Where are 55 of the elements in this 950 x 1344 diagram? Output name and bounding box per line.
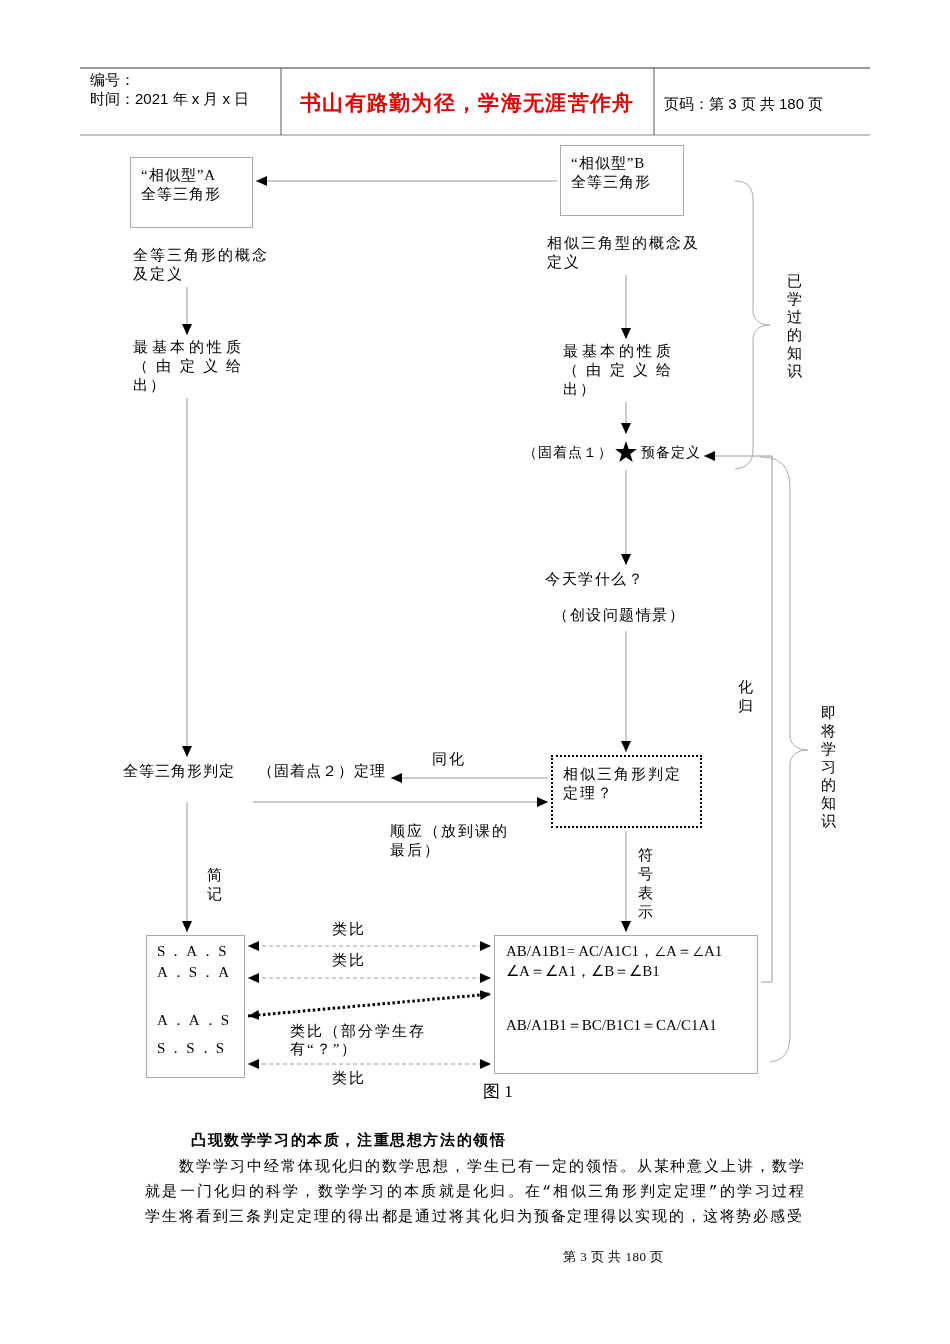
brace-label: 已学过的知识	[787, 272, 804, 380]
arrow	[703, 451, 773, 983]
edge-label: 类比	[332, 1069, 366, 1088]
arrow	[182, 286, 192, 336]
arrow	[390, 773, 549, 783]
step-text: 全等三角形的概念及定义	[133, 246, 278, 284]
box-text: AB/A1B1＝BC/B1C1＝CA/C1A1	[506, 1016, 717, 1035]
text-box: “相似型”A 全等三角形	[130, 157, 253, 228]
box-text: AB/A1B1= AC/A1C1，∠A＝∠A1	[506, 942, 723, 961]
motto-text: 书山有路勤为径，学海无涯苦作舟	[300, 90, 635, 116]
side-text: （固着点１）	[523, 443, 613, 462]
box-text: A．A．S	[157, 1011, 232, 1030]
double-arrow	[247, 990, 492, 1020]
arrow	[182, 397, 192, 758]
step-text: （创设问题情景）	[553, 606, 685, 625]
arrow	[621, 401, 631, 435]
arrow	[621, 630, 631, 753]
edge-label: 类比	[332, 920, 366, 939]
step-text: 今天学什么？	[545, 570, 644, 589]
figure-caption: 图 1	[483, 1081, 513, 1103]
process-box	[494, 935, 758, 1074]
box-text: S．S．S	[157, 1039, 228, 1058]
field-label: 编号：	[90, 70, 135, 89]
step-text: 全等三角形判定	[123, 762, 235, 781]
question-box: 相似三角形判定定理？	[551, 755, 702, 828]
page-footer: 第 3 页 共 180 页	[563, 1247, 664, 1266]
double-arrow	[247, 973, 492, 983]
arrow	[182, 801, 192, 933]
arrow	[621, 274, 631, 340]
edge-label: 同化	[432, 750, 466, 769]
step-text: 相似三角型的概念及定义	[547, 234, 707, 272]
process-box	[146, 935, 245, 1078]
page-number-text: 页码：第 3 页 共 180 页	[664, 94, 824, 113]
date-text: 时间：2021 年 x 月 x 日	[90, 89, 250, 108]
arrow	[252, 797, 549, 807]
arrow	[621, 830, 631, 933]
edge-label: 类比	[332, 951, 366, 970]
step-text: 最基本的性质（由定义给出）	[133, 338, 243, 395]
step-text: 最基本的性质（由定义给出）	[563, 342, 673, 399]
edge-label: 化归	[738, 678, 755, 716]
arrow	[621, 469, 631, 566]
side-text: 预备定义	[641, 443, 701, 462]
double-arrow	[247, 1059, 492, 1069]
edge-label: 简记	[207, 866, 224, 904]
body-paragraph: 数学学习中经常体现化归的数学思想，学生已有一定的领悟。从某种意义上讲，数学就是一门化归的科学，数学学习的本质就是化归。在“相似三角形判定定理”的学习过程学生将看到三条判定定理的得出都是通过将其化归为预备定理得以实现的，这将势必感受	[145, 1157, 806, 1228]
brace-label: 即将学习的知识	[821, 704, 838, 830]
arrow	[255, 176, 558, 186]
box-text: ∠A＝∠A1，∠B＝∠B1	[506, 962, 660, 981]
text-box: “相似型”B 全等三角形	[560, 145, 684, 216]
box-text: A．S．A	[157, 963, 232, 982]
box-text: S．A．S	[157, 942, 230, 961]
edge-label: 符号表示	[638, 846, 655, 922]
section-heading: 凸现数学学习的本质，注重思想方法的领悟	[191, 1131, 507, 1150]
double-arrow	[247, 941, 492, 951]
step-text: （固着点２）定理	[258, 762, 386, 781]
